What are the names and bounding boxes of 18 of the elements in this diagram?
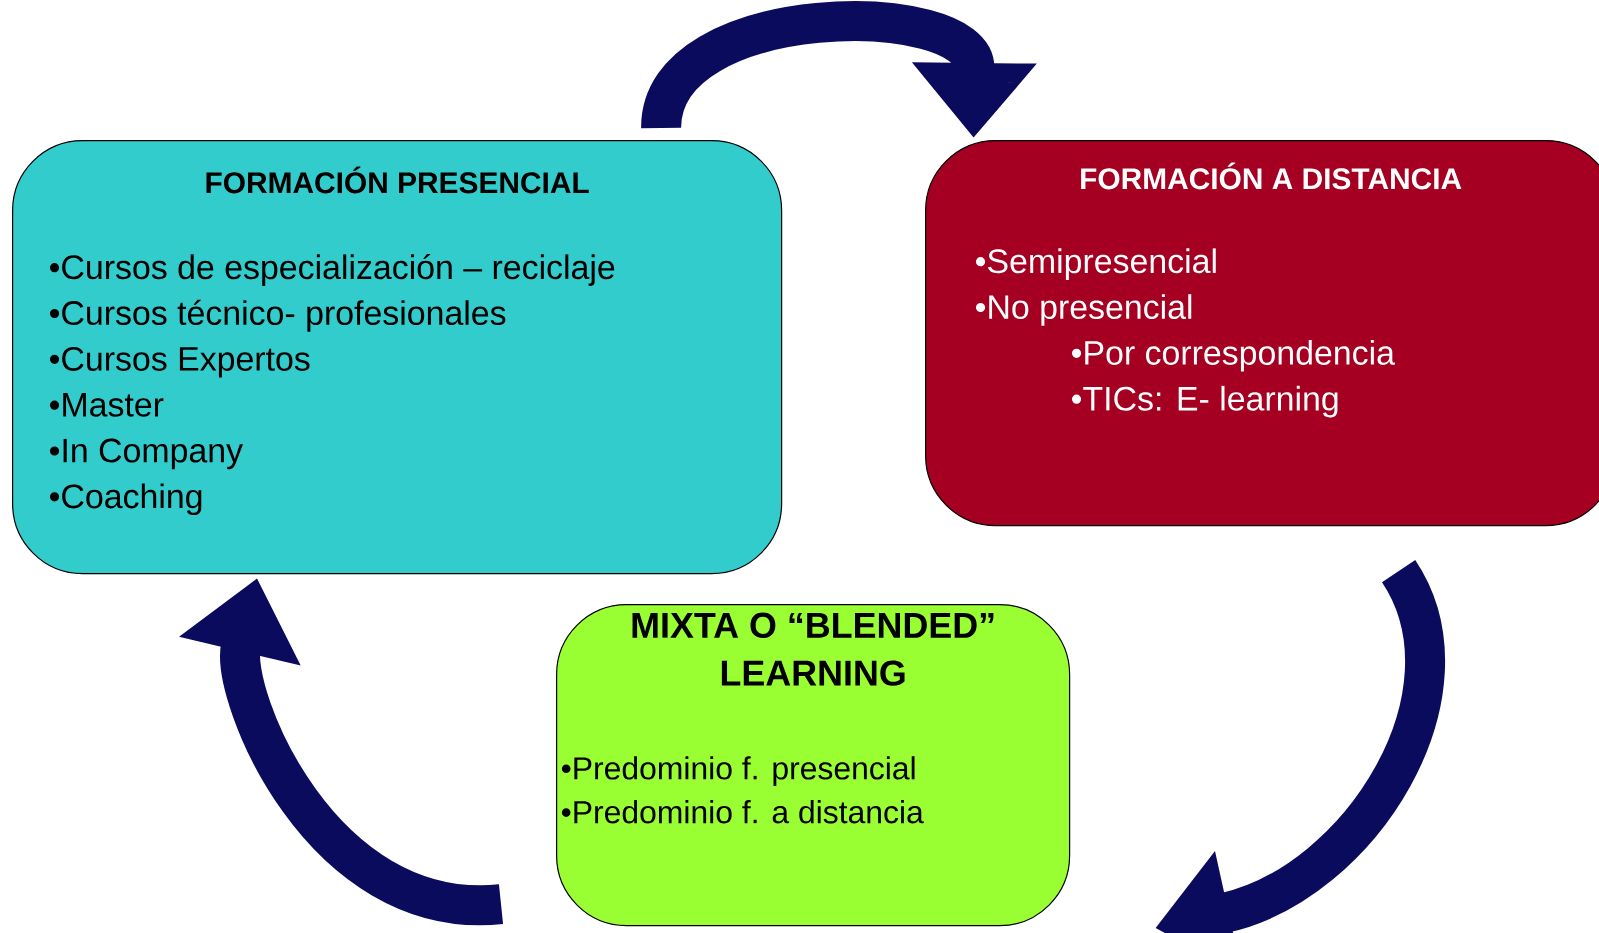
heading-text: FORMACIÓN A DISTANCIA [1081, 162, 1462, 190]
heading-text: FORMACIÓN PRESENCIAL [206, 166, 589, 194]
list-item: •Cursos de especialización – reciclaje [49, 253, 615, 286]
heading-text: MIXTA O “BLENDED” LEARNING [632, 612, 994, 686]
list-item: •Master [49, 393, 164, 417]
list-item: •Predominio f. presencial [561, 756, 915, 786]
rounded-box [925, 140, 1599, 527]
list-item: •Coaching [49, 483, 202, 516]
list-item: •In Company [49, 438, 243, 470]
list-item: •Por correspondencia [1071, 340, 1395, 372]
list-item: •No presencial [975, 294, 1192, 326]
list-item: •Cursos Expertos [49, 346, 310, 378]
rounded-box [556, 604, 1071, 927]
list-item: •Semipresencial [975, 248, 1216, 280]
list-item: •TICs: E- learning [1071, 385, 1338, 418]
rounded-box [12, 140, 783, 575]
list-item: •Cursos técnico- profesionales [49, 299, 506, 332]
list-item: •Predominio f. a distancia [561, 800, 924, 824]
